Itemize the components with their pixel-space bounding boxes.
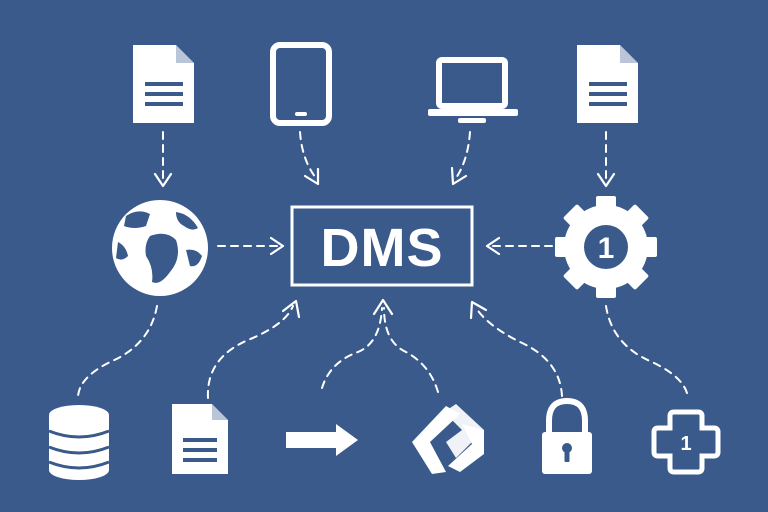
connector-gear-to-cross — [605, 305, 689, 399]
tablet-icon — [270, 42, 332, 126]
arrowhead-doc-to-hub — [281, 299, 301, 319]
laptop-icon — [428, 57, 518, 123]
gear-number: 1 — [598, 232, 615, 265]
cross-icon: 1 — [651, 409, 721, 475]
cross-number: 1 — [680, 433, 691, 455]
arrowhead-laptop-to-hub — [450, 166, 468, 186]
hub-box — [290, 205, 474, 287]
document-icon — [172, 404, 228, 474]
document-icon — [133, 45, 194, 123]
dms-hub: DMS — [290, 205, 474, 287]
lock-icon — [542, 397, 592, 474]
connector-laptop-to-hub — [455, 131, 471, 179]
connector-doc-to-hub — [206, 305, 294, 399]
connectors — [77, 131, 689, 399]
connector-lock-to-hub — [475, 307, 563, 397]
arrowhead-doc-to-gear — [596, 172, 616, 188]
arrowhead-globe-to-hub — [269, 236, 285, 256]
connector-arrow-to-hub — [321, 307, 383, 389]
database-icon — [48, 405, 110, 480]
arrow-right-icon — [286, 424, 358, 456]
arrowhead-doc-to-globe — [153, 172, 173, 188]
connector-tablet-to-hub — [299, 131, 317, 179]
arrowhead-gear-to-hub — [485, 236, 501, 256]
arrowhead-center-to-hub — [372, 298, 394, 316]
document-icon — [577, 45, 638, 123]
double-chevron-icon — [412, 404, 484, 474]
arrowhead-lock-to-hub — [469, 300, 488, 320]
connector-chevron-to-hub — [383, 307, 439, 393]
arrowhead-tablet-to-hub — [303, 167, 320, 186]
hub-label: DMS — [321, 218, 444, 278]
globe-icon — [112, 200, 208, 296]
gear-icon: 1 — [555, 196, 657, 298]
